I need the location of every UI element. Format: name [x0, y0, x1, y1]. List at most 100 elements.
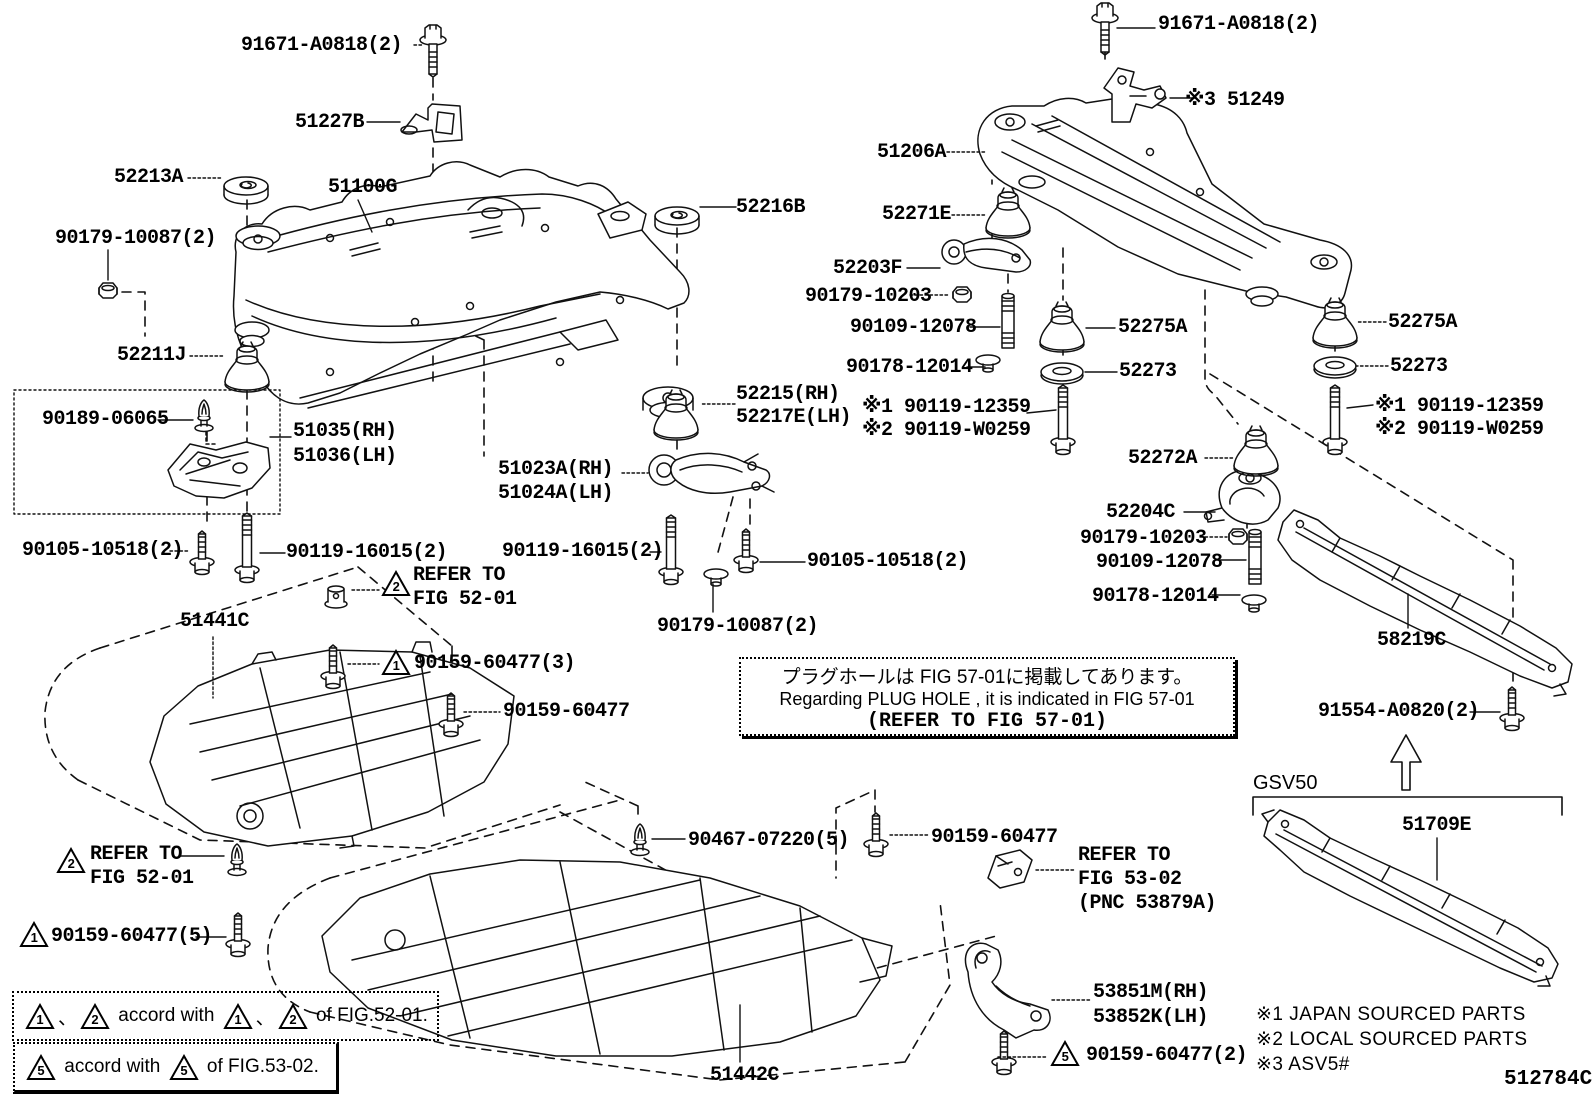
label-91671-a0818-left: 91671-A0818(2)	[241, 34, 403, 57]
svg-text:2: 2	[289, 1012, 296, 1027]
label-90179-10203-left: 90179-10203	[805, 285, 932, 308]
label-90467-07220: 90467-07220(5)	[688, 829, 850, 852]
label-51206a: 51206A	[877, 141, 947, 164]
label-90178-12014-left: 90178-12014	[846, 356, 973, 379]
label-52272a: 52272A	[1128, 447, 1198, 470]
rear-crossmember-drawing	[977, 90, 1353, 309]
triangle-marker-1: 1	[220, 1002, 256, 1030]
triangle-1-marker-b: 1	[19, 920, 49, 948]
label-90159-60477-3: 90159-60477(3)	[414, 652, 576, 675]
label-58219c: 58219C	[1377, 629, 1447, 652]
label-90159-60477-solo: 90159-60477	[503, 700, 630, 723]
label-90119-16015-left: 90119-16015(2)	[286, 541, 448, 564]
label-52271e: 52271E	[882, 203, 952, 226]
label-52275a-left: 52275A	[1118, 316, 1188, 339]
label-90189-06065: 90189-06065	[42, 408, 169, 431]
label-52216b: 52216B	[736, 196, 806, 219]
arm-51023a-drawing	[648, 452, 775, 494]
note-line-en: Regarding PLUG HOLE , it is indicated in…	[779, 689, 1195, 709]
legend-text: accord with	[59, 1056, 166, 1077]
gsv50-bracket	[1252, 796, 1563, 816]
label-90109-12078-left: 90109-12078	[850, 316, 977, 339]
front-under-cover-drawing	[149, 641, 515, 849]
triangle-marker-5: 5	[166, 1053, 202, 1081]
svg-text:2: 2	[68, 856, 75, 871]
legend-text: 、	[58, 1007, 78, 1029]
label-gsv50: GSV50	[1253, 772, 1318, 794]
triangle-marker-5: 5	[23, 1053, 59, 1081]
bracket-51249-drawing	[1103, 67, 1167, 123]
label-90105-10518-left: 90105-10518(2)	[22, 539, 184, 562]
label-51035-rh: 51035(RH)	[293, 420, 397, 443]
triangle-marker-2: 2	[77, 1002, 113, 1030]
label-51227b: 51227B	[295, 111, 365, 134]
label-51442c: 51442C	[710, 1064, 780, 1087]
label-90119-16015-center: 90119-16015(2)	[502, 540, 664, 563]
bracket-52204c-drawing	[1203, 469, 1281, 525]
legend-text: 、	[255, 1007, 275, 1029]
figure-code: 512784C	[1504, 1068, 1592, 1091]
label-refer-to-c: REFER TO	[1078, 844, 1171, 867]
label-52273-left: 52273	[1119, 360, 1177, 383]
triangle-1-marker-a: 1	[381, 648, 411, 676]
label-90179-10203-right: 90179-10203	[1080, 527, 1207, 550]
svg-text:1: 1	[393, 658, 400, 673]
svg-text:1: 1	[234, 1012, 241, 1027]
label-51024a-lh: 51024A(LH)	[498, 482, 614, 505]
label-53852k-lh: 53852K(LH)	[1093, 1006, 1209, 1029]
brace-51709e-drawing	[1261, 809, 1559, 987]
up-arrow-icon	[1390, 734, 1422, 791]
legend-text: accord with	[113, 1005, 220, 1026]
label-52204c: 52204C	[1106, 501, 1176, 524]
label-90119-w0259-right: ※2 90119-W0259	[1375, 418, 1544, 441]
label-90119-12359-right: ※1 90119-12359	[1375, 395, 1544, 418]
footnote-3: ※3 ASV5#	[1256, 1054, 1350, 1075]
label-90179-10087-left: 90179-10087(2)	[55, 227, 217, 250]
label-90119-12359-left: ※1 90119-12359	[862, 396, 1031, 419]
label-52273-right: 52273	[1390, 355, 1448, 378]
legend-text: of FIG.52-01.	[310, 1005, 428, 1026]
svg-text:2: 2	[393, 579, 400, 594]
svg-text:5: 5	[180, 1063, 187, 1078]
label-90179-10087-center: 90179-10087(2)	[657, 615, 819, 638]
triangle-2-marker-a: 2	[381, 569, 411, 597]
label-52211j: 52211J	[117, 344, 187, 367]
label-51100g: 51100G	[328, 176, 398, 199]
label-91671-a0818-right: 91671-A0818(2)	[1158, 13, 1320, 36]
label-52203f: 52203F	[833, 257, 903, 280]
label-91554-a0820: 91554-A0820(2)	[1318, 700, 1480, 723]
label-51441c: 51441C	[180, 610, 250, 633]
label-fig-52-01-a: FIG 52-01	[413, 588, 517, 611]
label-90109-12078-right: 90109-12078	[1096, 551, 1223, 574]
label-refer-to-a: REFER TO	[413, 564, 506, 587]
triangle-marker-1: 1	[22, 1002, 58, 1030]
plug-hole-note-box: プラグホールは FIG 57-01に掲載してあります。 Regarding PL…	[739, 657, 1235, 736]
svg-text:5: 5	[1062, 1049, 1069, 1064]
front-crossmember-drawing	[232, 161, 694, 419]
footnote-1: ※1 JAPAN SOURCED PARTS	[1256, 1004, 1526, 1025]
note-line-ref: (REFER TO FIG 57-01)	[866, 710, 1108, 733]
label-90159-60477-2: 90159-60477(2)	[1086, 1044, 1248, 1067]
svg-text:1: 1	[31, 930, 38, 945]
label-pnc-53879a: (PNC 53879A)	[1078, 892, 1217, 915]
bracket-53851m-drawing	[964, 942, 1051, 1039]
svg-text:5: 5	[37, 1063, 44, 1078]
label-90119-w0259-left: ※2 90119-W0259	[862, 419, 1031, 442]
legend-fig-53-02: 5 accord with 5 of FIG.53-02.	[13, 1042, 339, 1094]
clamp-53879a-drawing	[987, 849, 1033, 889]
label-90178-12014-right: 90178-12014	[1092, 585, 1219, 608]
label-53851m-rh: 53851M(RH)	[1093, 981, 1209, 1004]
triangle-marker-2: 2	[275, 1002, 311, 1030]
label-51036-lh: 51036(LH)	[293, 445, 397, 468]
triangle-5-marker-a: 5	[1050, 1039, 1080, 1067]
label-52217e-lh: 52217E(LH)	[736, 406, 852, 429]
label-fig-52-01-b: FIG 52-01	[90, 867, 194, 890]
label-51709e: 51709E	[1402, 814, 1472, 837]
footnote-2: ※2 LOCAL SOURCED PARTS	[1256, 1029, 1528, 1050]
label-90159-60477-5: 90159-60477(5)	[51, 925, 213, 948]
label-52213a: 52213A	[114, 166, 184, 189]
label-90105-10518-center: 90105-10518(2)	[807, 550, 969, 573]
label-fig-53-02: FIG 53-02	[1078, 868, 1182, 891]
triangle-2-marker-b: 2	[56, 846, 86, 874]
